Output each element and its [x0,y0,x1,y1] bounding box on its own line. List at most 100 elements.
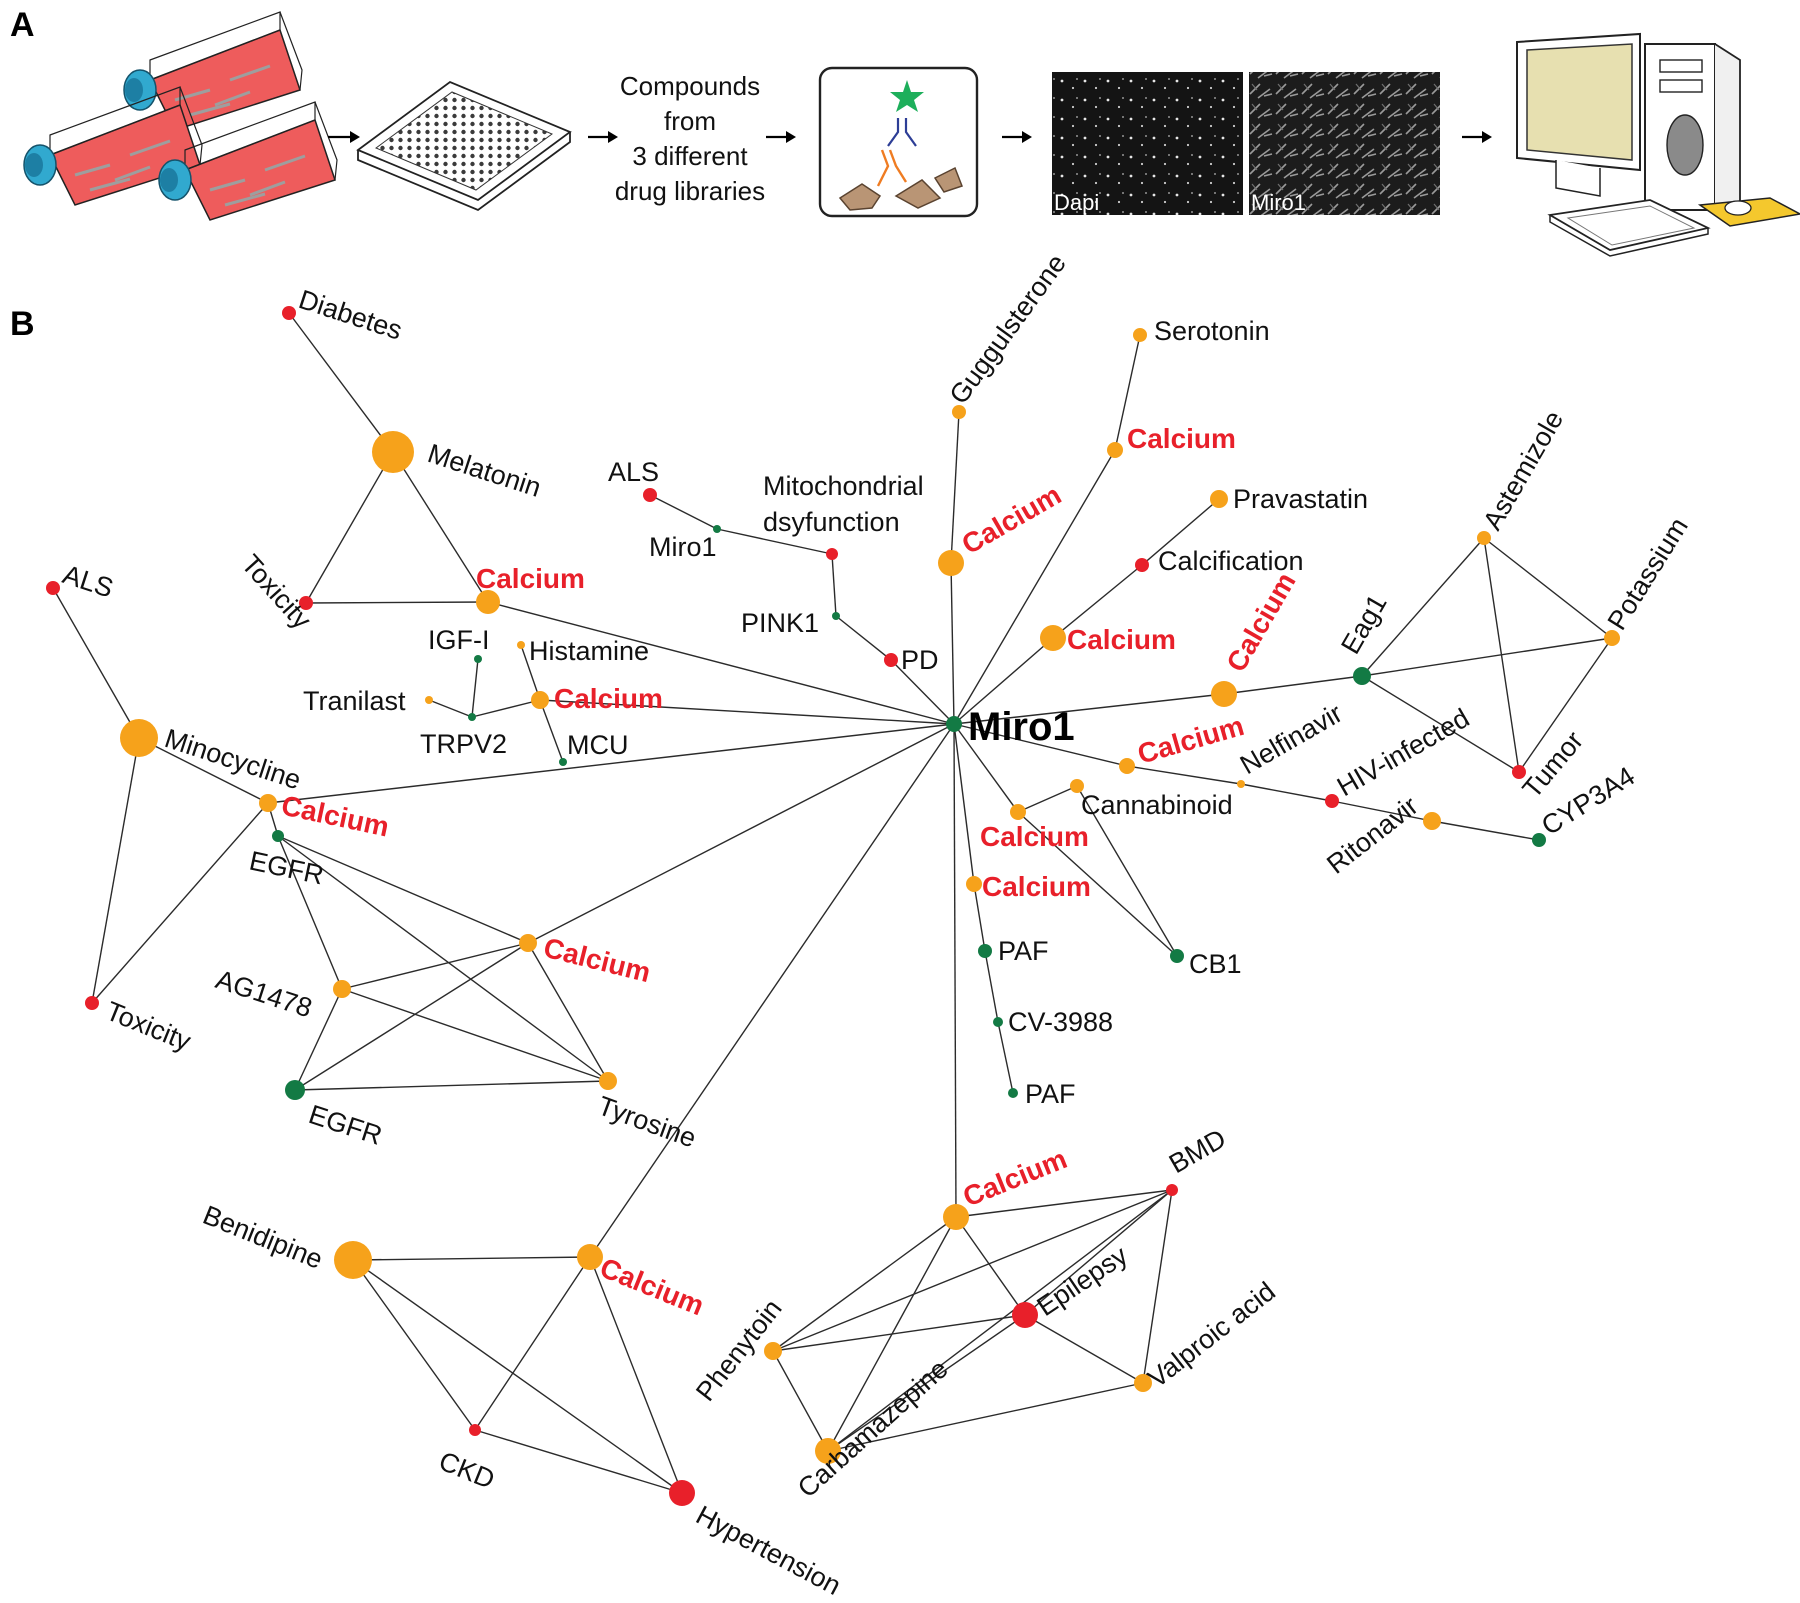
compounds-line: Compounds [620,71,760,101]
node-label-ca_egfr: Calcium [541,932,654,988]
node-label-trpv2: TRPV2 [420,729,507,759]
node-als_l [46,581,60,595]
node-label-tranilast: Tranilast [303,686,406,716]
node-tox1 [299,596,313,610]
node-ca_ser [1107,442,1123,458]
node-label-ca_nel: Calcium [1134,710,1247,770]
node-label-astemizole: Astemizole [1477,406,1569,535]
network-edge [1052,564,1143,639]
node-label-ag1478: AG1478 [212,964,315,1023]
network-edge [52,587,140,739]
node-label-ca_trp: Calcium [554,683,663,714]
network-edge [341,942,529,990]
node-label-epilepsy: Epilepsy [1032,1240,1134,1322]
node-ca_can [1010,804,1026,820]
node-astemizole [1477,531,1491,545]
network-edge [831,553,837,617]
network-edge [305,451,394,604]
network-edge [772,1350,829,1452]
node-label-cb1: CB1 [1189,949,1242,979]
node-ca_mino [259,794,277,812]
node-guggul [952,405,966,419]
node-epilepsy [1012,1302,1038,1328]
node-ca_epi [943,1204,969,1230]
node-label-ca_prav: Calcium [1067,624,1176,655]
node-hiv [1325,794,1339,808]
network-edge [1126,765,1242,785]
node-carbamazepine [815,1438,841,1464]
compounds-line: from [664,106,716,136]
network-edge [539,699,564,763]
network-edge [474,1429,683,1494]
node-egfr2 [285,1080,305,1100]
network-edge [835,615,892,661]
node-tumor [1512,765,1526,779]
network-edge [138,737,269,804]
arrow-head-icon [786,131,796,143]
node-label-ca_mino: Calcium [279,790,392,843]
node-label-als_m: ALS [608,457,659,487]
network-edge [474,1256,591,1431]
network-edge [589,723,955,1258]
network-edge [294,1080,609,1091]
node-label-tox1: Toxicity [236,549,318,635]
node-ca_egfr [519,934,537,952]
node-bmd [1166,1184,1178,1196]
node-pravastatin [1210,490,1228,508]
network-edge [772,1314,1026,1352]
node-hypertension [669,1480,695,1506]
network-edge [1483,537,1613,639]
network-edge [428,699,473,718]
node-mcu [559,758,567,766]
arrow-head-icon [608,131,618,143]
network-edge [827,1382,1144,1452]
network-edge [527,723,955,944]
node-label-paf2: PAF [1025,1079,1076,1109]
network-edge [955,1216,1026,1316]
network-edge [953,723,1019,813]
node-cannabinoid [1070,779,1084,793]
node-pd [884,653,898,667]
dapi-label: Dapi [1054,190,1099,215]
node-potassium [1604,630,1620,646]
node-ca_prav [1040,625,1066,651]
node-label-benidipine: Benidipine [199,1200,327,1275]
node-eag1 [1353,667,1371,685]
network-edge [539,699,955,725]
node-ca_ben [577,1244,603,1270]
network-edge [91,802,269,1004]
network-edge [950,411,960,564]
network-edge [1361,675,1520,773]
arrow-head-icon [350,131,360,143]
node-ag1478 [333,980,351,998]
network-edge [520,644,541,701]
node-label-mito: Mitochondrial [763,471,924,501]
node-ca_mel [476,590,500,614]
network-edge [1141,498,1220,566]
node-cv3988 [993,1017,1003,1027]
node-label-serotonin: Serotonin [1154,316,1270,346]
node-label-ca_eag: Calcium [1220,567,1301,677]
network-edge [953,637,1054,725]
node-label-hiv: HIV-infected [1332,703,1474,803]
network-edge [91,737,140,1004]
node-ritonavir [1423,812,1441,830]
node-trpv2 [468,713,476,721]
arrow-head-icon [1482,131,1492,143]
network-edge [277,835,343,990]
node-label-melatonin: Melatonin [424,438,545,503]
network-edge [716,528,833,555]
node-serotonin [1133,328,1147,342]
network-edge [827,1189,1173,1452]
network-edge [984,950,999,1023]
node-label-calcification: Calcification [1158,546,1304,576]
node-miro [946,716,962,732]
node-cyp3a4 [1532,833,1546,847]
network-edge [294,942,529,1091]
antibody-staining-icon [818,66,979,218]
network-edge [953,723,957,1218]
network-edge [1483,537,1520,773]
node-histamine [517,641,525,649]
multiwell-plate-icon [356,80,572,212]
network-edge [649,494,718,530]
